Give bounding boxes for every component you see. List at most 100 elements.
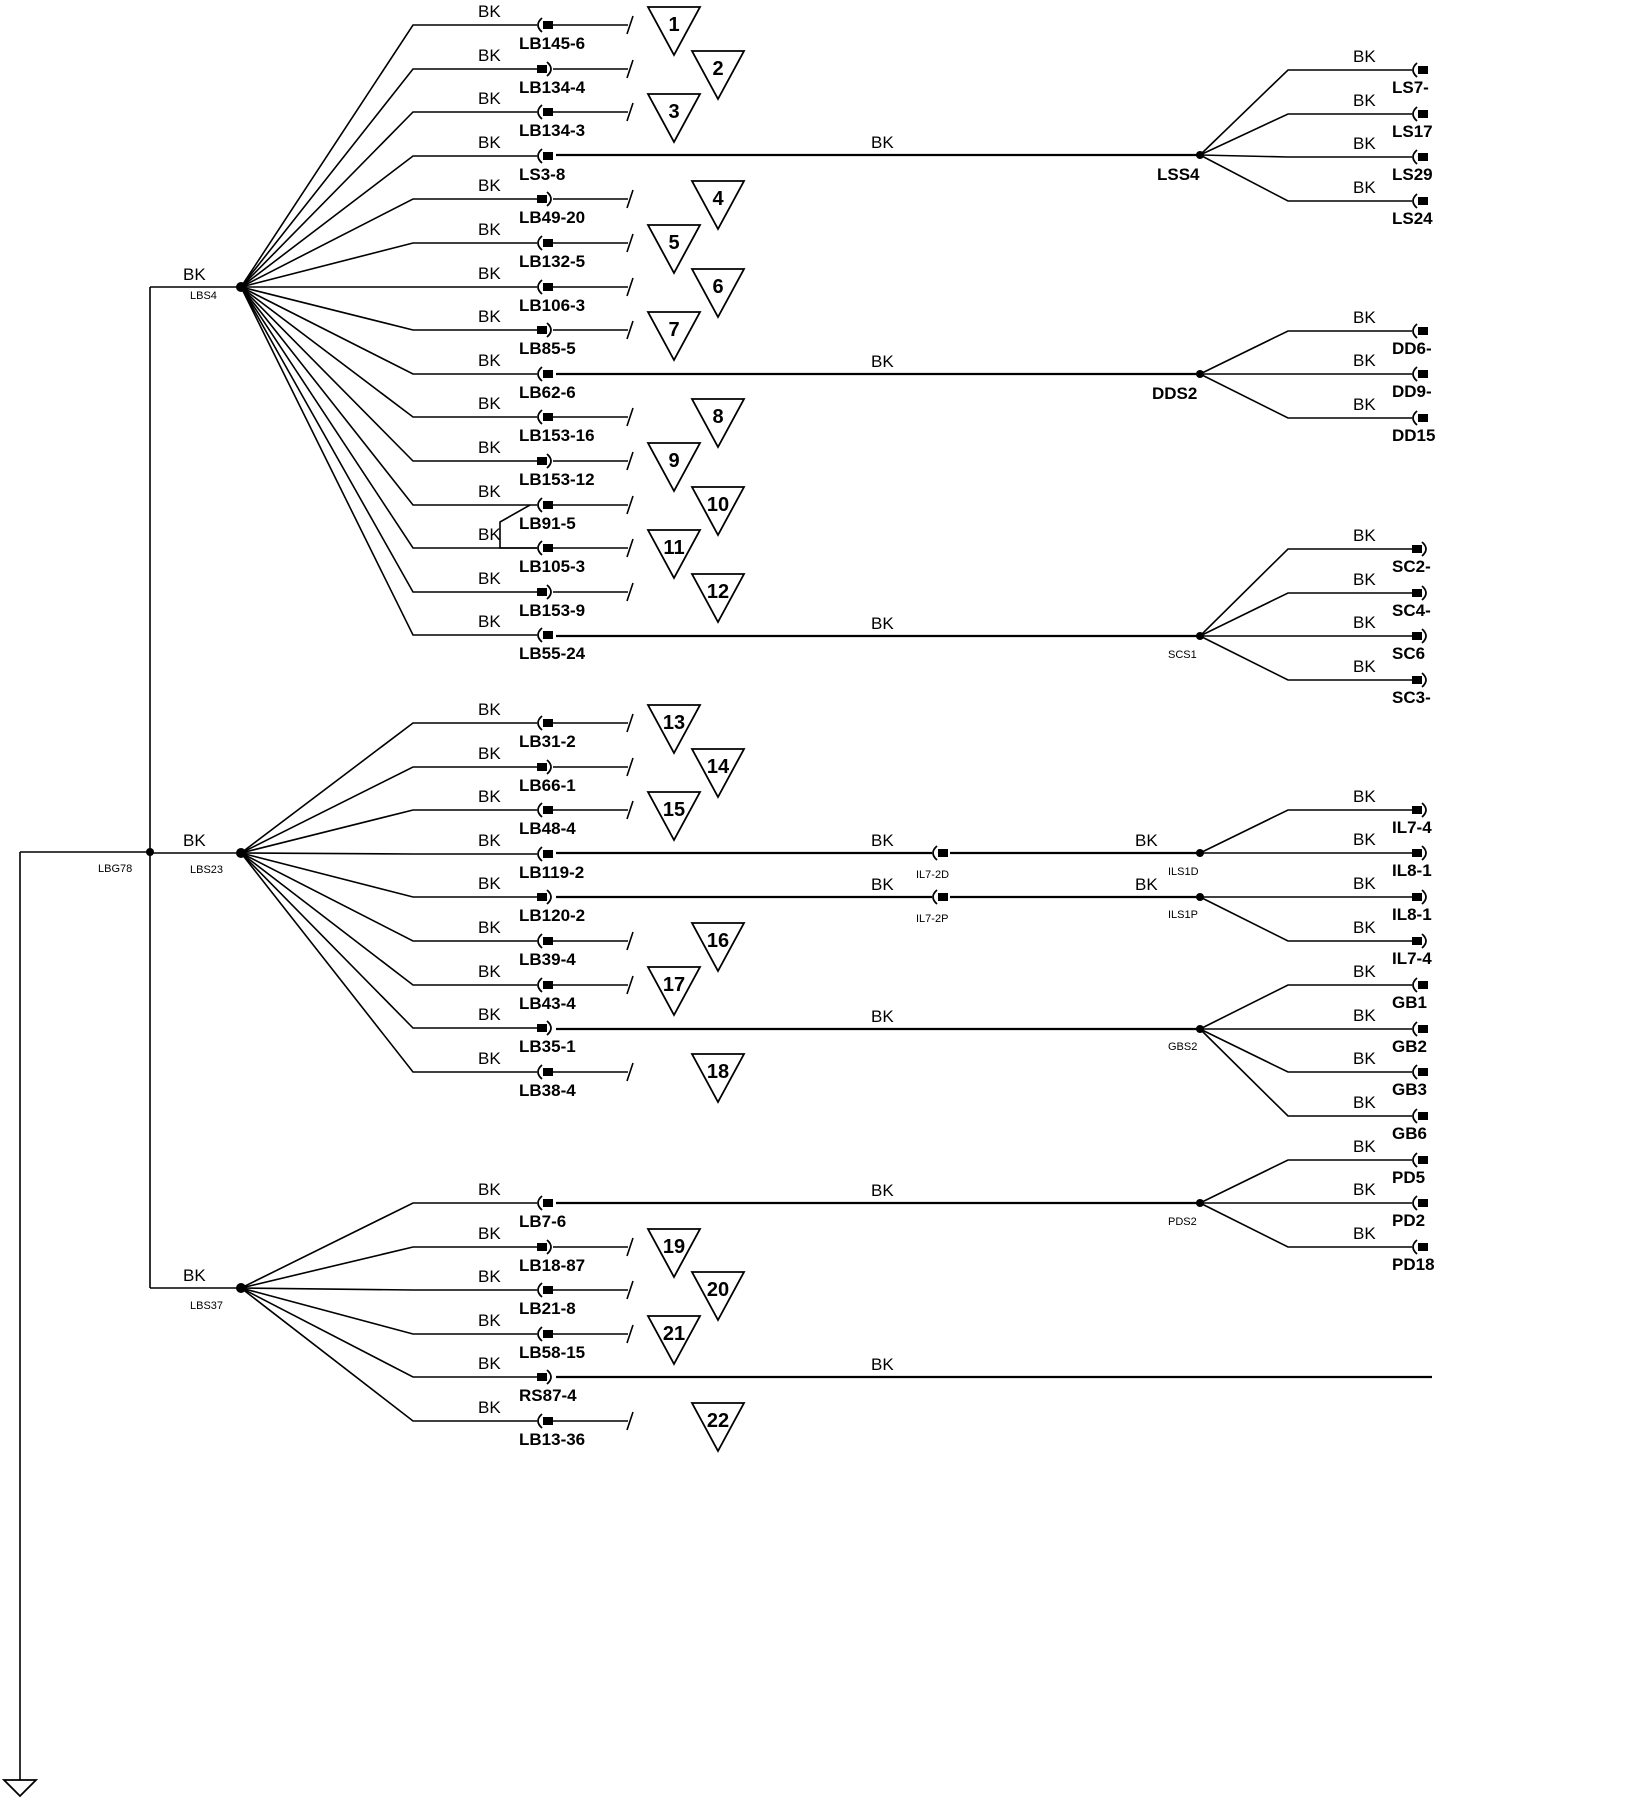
branch-wire [240,286,537,418]
connector-cup [1421,672,1427,688]
inline-connector-icon [932,845,948,861]
connector-label: LB105-3 [519,557,585,576]
connector-icon [1412,366,1428,382]
connector-label: LB35-1 [519,1037,576,1056]
wire-color-label: BK [478,612,501,631]
connector-cup [537,235,543,251]
reference-number: 20 [707,1279,729,1301]
connector-pin [543,1199,553,1207]
connector-icon [1412,889,1427,905]
connector-cup [1412,1195,1418,1211]
connector-pin [543,850,553,858]
wire-cut-mark [626,59,634,79]
wire-color-label: BK [478,264,501,283]
reference-triangle-icon [646,704,702,755]
connector-icon [537,1369,552,1385]
connector-pin [543,283,553,291]
connector-icon [1412,62,1428,78]
triangle-shape [646,704,702,755]
wire-color-label: BK [1353,613,1376,632]
triangle-shape [690,486,746,537]
connector-label: LS29 [1392,165,1433,184]
connector-label: LB38-4 [519,1081,576,1100]
connector-label: LS17 [1392,122,1433,141]
reference-number: 12 [707,581,729,603]
connector-label: LS24 [1392,209,1433,228]
reference-triangle-icon [690,268,746,319]
branch-wire [240,111,537,288]
branch-wire [240,286,537,549]
connector-label: LS7- [1392,78,1429,97]
wire-cut-mark [626,407,634,427]
branch-wire [240,852,537,1029]
reference-triangle-icon [690,50,746,101]
fan-out-wire [1199,373,1412,419]
connector-label: LB18-87 [519,1256,585,1275]
connector-icon [537,584,552,600]
connector-icon [537,279,553,295]
wire-color-label: BK [871,1355,894,1374]
connector-label: LB153-12 [519,470,595,489]
reference-number: 5 [668,232,679,254]
reference-number: 10 [707,494,729,516]
connector-icon [1412,1108,1428,1124]
reference-number: 8 [712,406,723,428]
wire-color-label: BK [1353,47,1376,66]
remote-splice-dot [1196,370,1204,378]
ground-splice-dot [146,848,154,856]
connector-icon [1412,1239,1428,1255]
wire-cut-mark [626,538,634,558]
connector-icon [1412,1195,1428,1211]
connector-pin [1418,197,1428,205]
wire-color-label: BK [478,482,501,501]
connector-icon [537,235,553,251]
triangle-shape [690,1053,746,1104]
reference-triangle-icon [690,922,746,973]
wire-color-label: BK [1353,918,1376,937]
wire-color-label: BK [1353,1224,1376,1243]
wire-color-label: BK [1135,875,1158,894]
connector-cup [537,1326,543,1342]
remote-splice-label: ILS1P [1168,909,1198,921]
reference-number: 19 [663,1236,685,1258]
connector-label: LB62-6 [519,383,576,402]
wire-cut-mark [626,320,634,340]
connector-cup [537,846,543,862]
connector-pin [543,1330,553,1338]
connector-label: IL8-1 [1392,905,1432,924]
wire-color-label: BK [871,1181,894,1200]
wire-color-label: BK [478,176,501,195]
wire-cut-mark [626,1411,634,1431]
connector-cup [1412,1108,1418,1124]
connector-cup [1412,1064,1418,1080]
connector-label: LB66-1 [519,776,576,795]
connector-cup [537,627,543,643]
wire-color-label: BK [1353,874,1376,893]
branch-wire [240,198,537,288]
connector-pin [537,588,547,596]
remote-splice-label: GBS2 [1168,1041,1197,1053]
connector-cup [1412,193,1418,209]
wire-color-label: BK [871,133,894,152]
connector-pin [1412,893,1422,901]
connector-label: LB120-2 [519,906,585,925]
connector-icon [1412,410,1428,426]
wire-color-label: BK [1353,787,1376,806]
connector-pin [1412,806,1422,814]
connector-pin [537,65,547,73]
connector-icon [537,61,552,77]
wire-color-label: BK [1135,831,1158,850]
remote-splice-label: SCS1 [1168,649,1197,661]
wire-color-label: BK [1353,830,1376,849]
connector-pin [1418,327,1428,335]
connector-pin [543,1417,553,1425]
fan-out-wire [1199,1028,1412,1073]
connector-pin [1418,981,1428,989]
connector-pin [537,326,547,334]
connector-label: LS3-8 [519,165,565,184]
connector-cup [537,17,543,33]
splice-hub-dot [236,282,246,292]
connector-icon [537,715,553,731]
wire-cut-mark [626,451,634,471]
connector-pin [543,152,553,160]
